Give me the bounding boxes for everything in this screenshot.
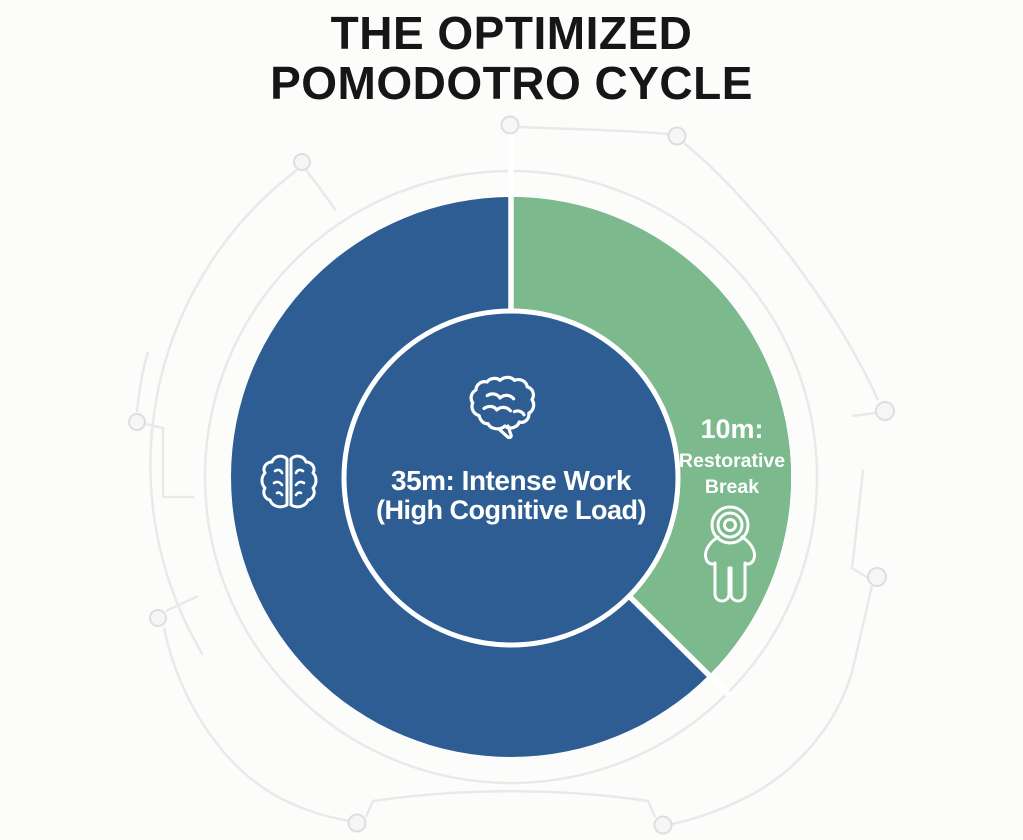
circuit-node xyxy=(500,115,520,135)
circuit-trace xyxy=(145,422,194,499)
slice-divider-bottom xyxy=(628,595,732,698)
deco-ring-outer-left xyxy=(149,169,298,656)
circuit-node xyxy=(667,126,687,146)
work-duration-label-line1: 35m: Intense Work xyxy=(391,465,632,496)
circuit-decoration xyxy=(128,115,895,835)
break-label-line2: Restorative xyxy=(679,450,785,472)
circuit-node xyxy=(867,567,887,587)
circuit-node xyxy=(875,401,895,421)
center-disc xyxy=(341,308,681,648)
break-label-line3: Break xyxy=(705,476,759,498)
circuit-trace xyxy=(518,125,669,136)
circuit-trace xyxy=(850,469,869,580)
break-duration-label: 10m: xyxy=(700,414,763,444)
circuit-node xyxy=(347,813,367,833)
work-duration-label-line2: (High Cognitive Load) xyxy=(376,495,646,525)
circuit-trace xyxy=(851,411,877,418)
circuit-node xyxy=(653,815,673,835)
circuit-node xyxy=(149,609,167,627)
chart-title: THE OPTIMIZED POMODOTRO CYCLE xyxy=(0,8,1023,108)
brain-side-icon xyxy=(469,375,536,440)
circuit-trace xyxy=(135,351,150,413)
chart-title-line1: THE OPTIMIZED xyxy=(330,7,693,59)
circuit-trace xyxy=(165,594,199,613)
chart-title-line2: POMODOTRO CYCLE xyxy=(270,57,753,109)
cycle-pie xyxy=(231,134,792,757)
circuit-trace xyxy=(671,585,874,826)
circuit-trace xyxy=(305,169,338,212)
circuit-node xyxy=(293,153,311,171)
circuit-node xyxy=(128,413,146,431)
circuit-trace xyxy=(162,627,351,823)
brain-top-icon xyxy=(260,454,318,509)
stretching-person-icon xyxy=(703,505,757,603)
circuit-trace xyxy=(683,142,880,401)
circuit-trace xyxy=(364,790,657,818)
